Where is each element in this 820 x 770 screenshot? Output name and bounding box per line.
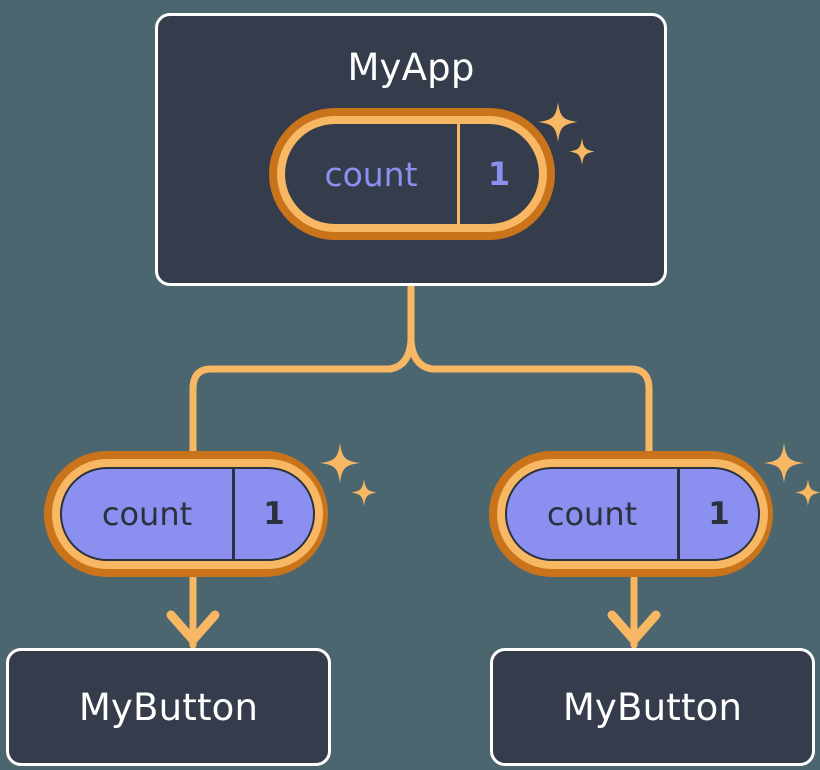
sparkle-icon-small (351, 479, 377, 506)
component-card-mybutton-right[interactable]: MyButton (490, 648, 815, 766)
sparkle-icon-small (795, 479, 820, 506)
state-value-label: 1 (232, 469, 313, 559)
state-value-label: 1 (457, 124, 538, 224)
connector-branch-left (189, 337, 415, 456)
component-card-mybutton-left[interactable]: MyButton (6, 648, 331, 766)
state-pill-core: count 1 (285, 124, 539, 224)
component-title-myapp: MyApp (347, 46, 475, 89)
sparkle-group-left (320, 443, 377, 506)
arrow-down-icon-right (607, 610, 661, 645)
state-value-label: 1 (677, 469, 758, 559)
state-key-label: count (324, 154, 418, 194)
state-pill-ring: count 1 (489, 451, 773, 577)
component-title-mybutton-right: MyButton (562, 685, 743, 729)
state-pill-inner-ring: count 1 (52, 459, 323, 569)
state-pill-ring: count 1 (44, 451, 328, 577)
state-key-label: count (546, 495, 638, 533)
arrow-down-icon-left (166, 610, 220, 645)
sparkle-icon-large (764, 443, 804, 483)
sparkle-icon-large (320, 443, 360, 483)
state-pill-inner-ring: count 1 (277, 116, 547, 232)
state-pill-inner-ring: count 1 (497, 459, 768, 569)
state-key-label: count (101, 495, 193, 533)
state-pill-core: count 1 (60, 467, 315, 561)
component-title-mybutton-left: MyButton (78, 685, 259, 729)
state-pill-core: count 1 (505, 467, 760, 561)
connector-branch-right (407, 337, 653, 456)
state-pill-ring: count 1 (269, 108, 555, 240)
